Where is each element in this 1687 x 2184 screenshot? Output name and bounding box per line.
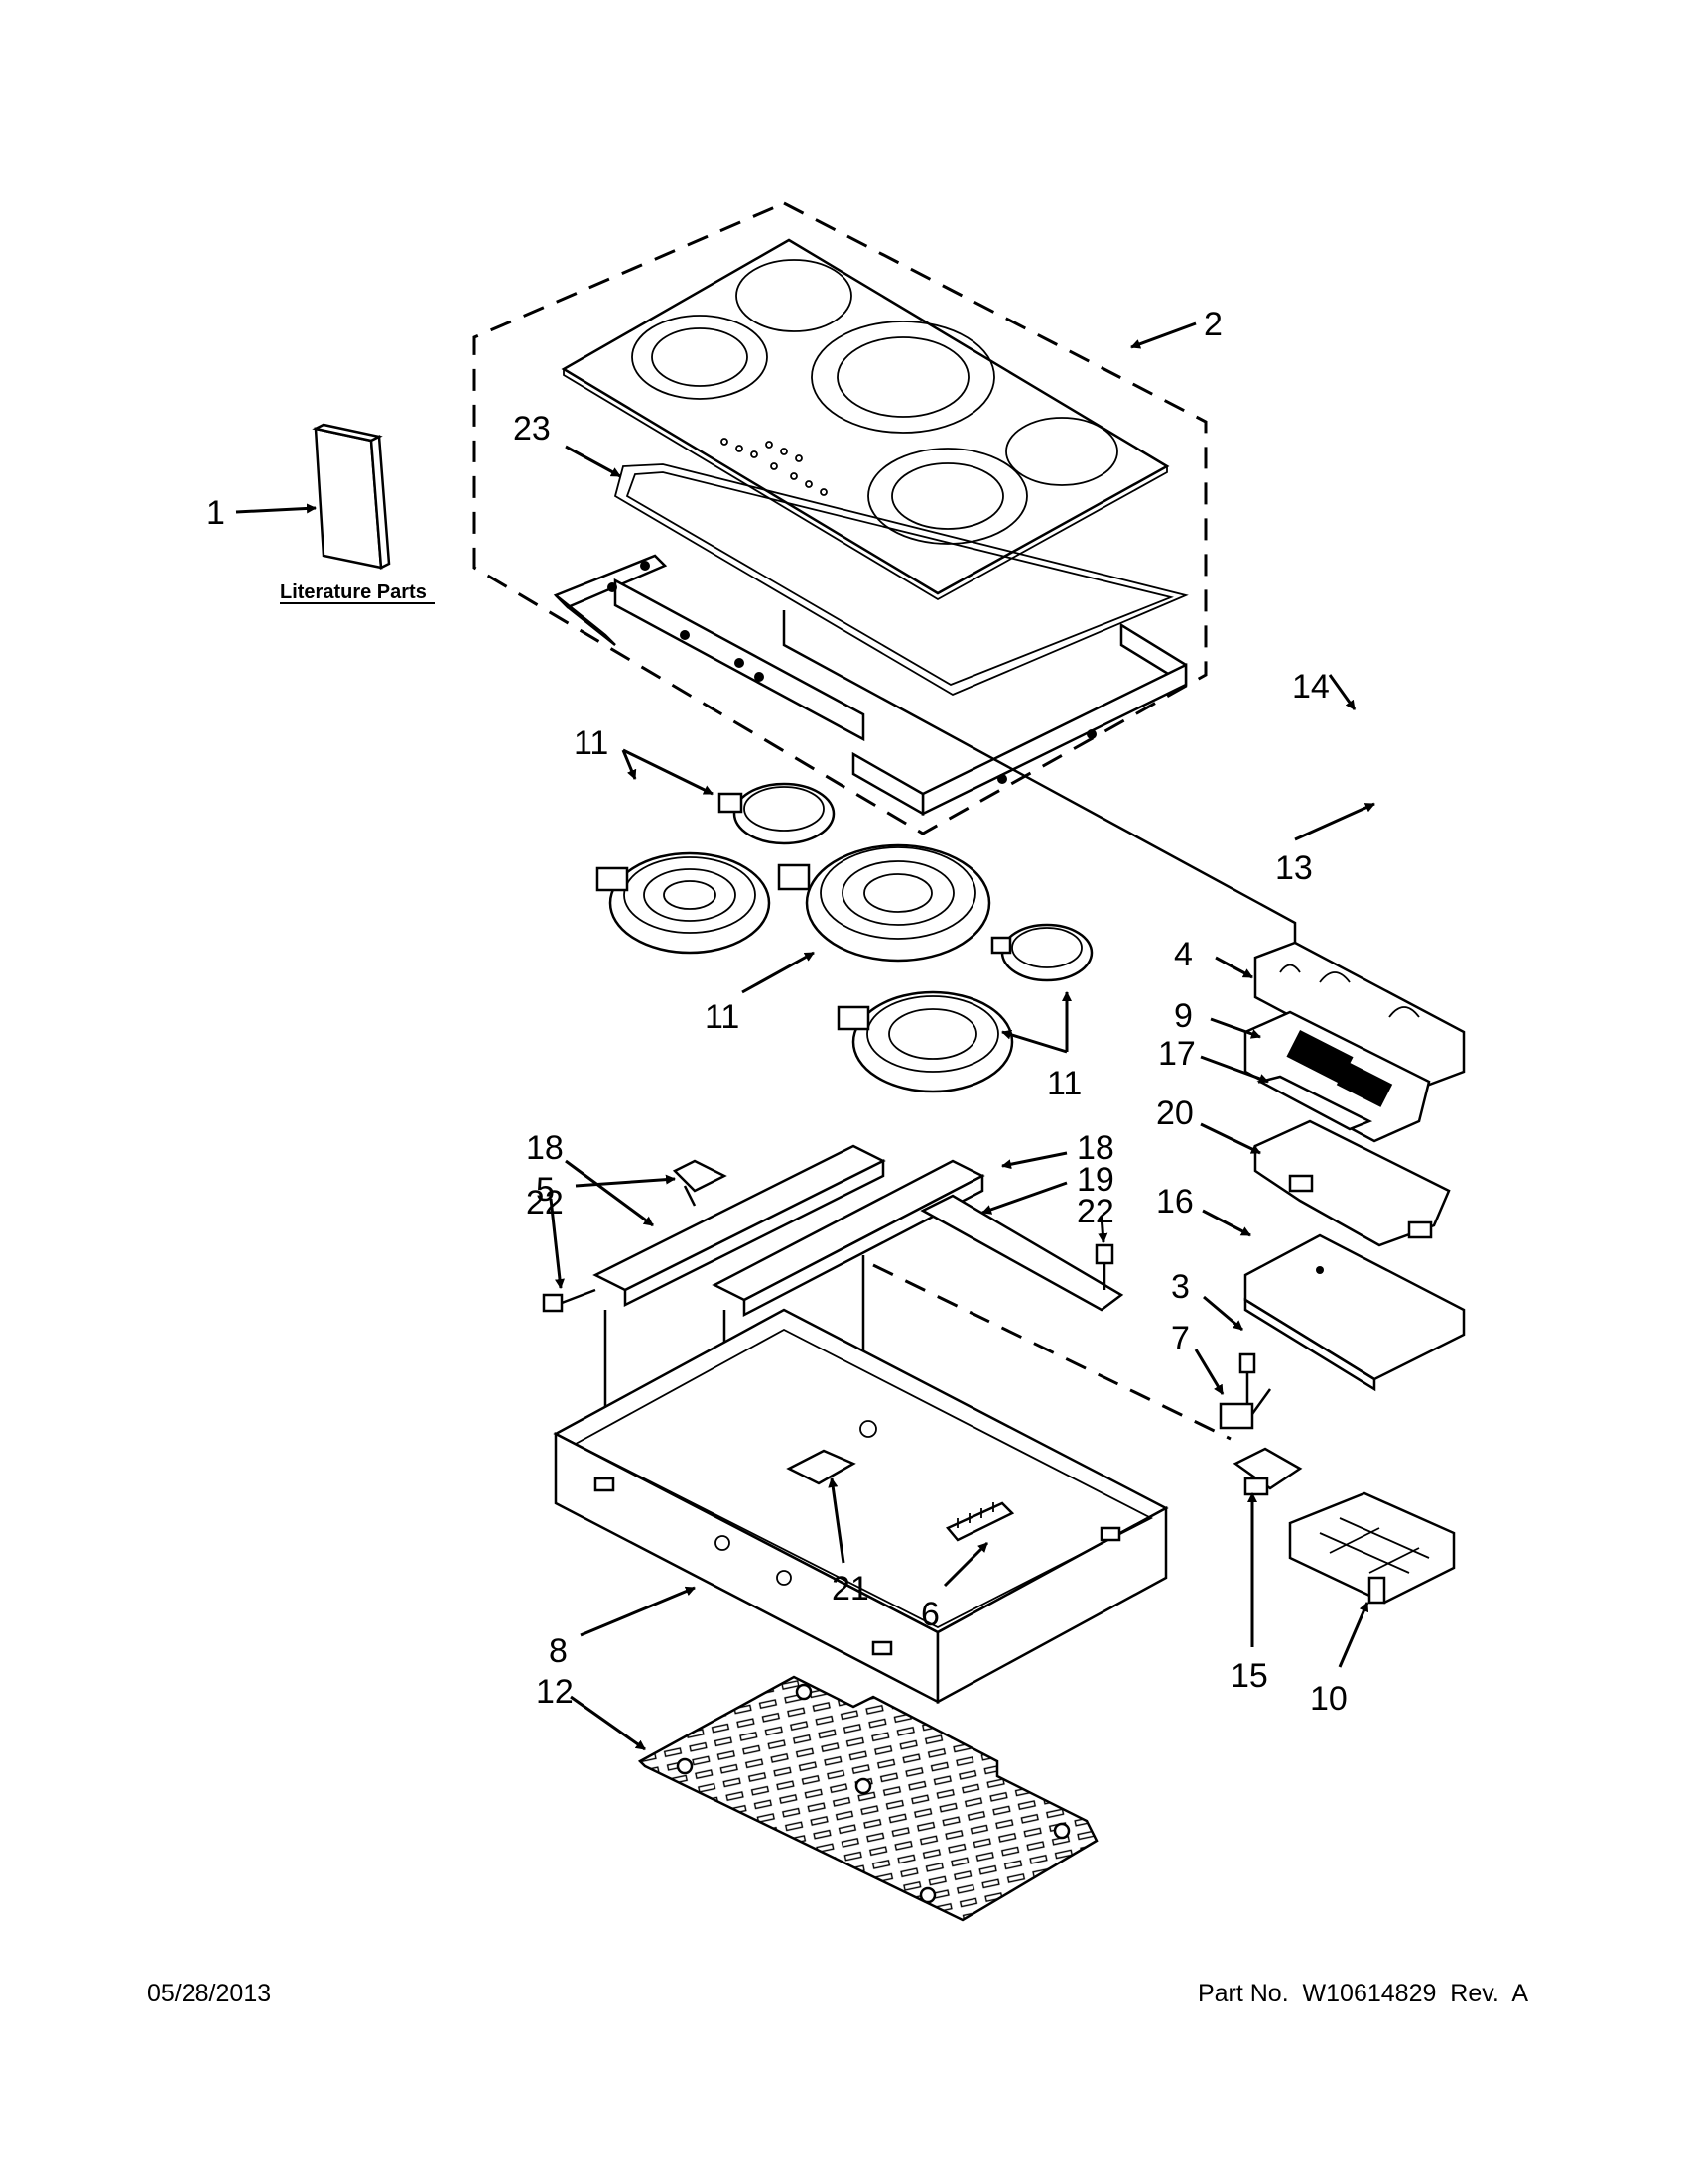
callout-21: 21 bbox=[832, 1570, 869, 1607]
power-terminal-block bbox=[945, 1501, 1015, 1542]
rail-19 bbox=[920, 1194, 1124, 1312]
cooktop-chassis bbox=[553, 1308, 1169, 1705]
callout-6: 6 bbox=[921, 1596, 940, 1633]
callout-17: 17 bbox=[1158, 1035, 1196, 1073]
callout-10: 10 bbox=[1310, 1680, 1348, 1718]
cooktop-gasket bbox=[613, 463, 1189, 697]
control-shield bbox=[1253, 1119, 1451, 1247]
callout-19: 19 bbox=[1077, 1161, 1114, 1199]
foam-strip bbox=[1256, 1075, 1373, 1131]
radiant-element-left bbox=[595, 851, 771, 955]
screw-right bbox=[1095, 1243, 1114, 1290]
electronics-cover bbox=[1243, 1233, 1466, 1392]
rail-18-left bbox=[592, 1144, 886, 1308]
footer-part-number: Part No. W10614829 Rev. A bbox=[1197, 1980, 1528, 2007]
callout-18-left: 18 bbox=[526, 1129, 564, 1167]
align-dash-right bbox=[872, 1263, 1232, 1441]
callout-7: 7 bbox=[1171, 1320, 1190, 1357]
cooktop-assembly-boundary bbox=[472, 201, 1208, 835]
callout-16: 16 bbox=[1156, 1183, 1194, 1220]
board-mounting-tray bbox=[1288, 1491, 1456, 1605]
callout-11-middle: 11 bbox=[705, 998, 739, 1036]
callout-4: 4 bbox=[1174, 936, 1193, 973]
literature-parts-label: Literature Parts bbox=[280, 581, 427, 603]
callout-12: 12 bbox=[536, 1673, 574, 1711]
callout-11-top: 11 bbox=[574, 724, 608, 762]
callout-15: 15 bbox=[1231, 1657, 1268, 1695]
control-symbols bbox=[720, 438, 828, 496]
radiant-element-front bbox=[837, 990, 1014, 1093]
radiant-element-small-right bbox=[990, 923, 1094, 982]
callout-22-left: 22 bbox=[526, 1184, 564, 1221]
callout-1: 1 bbox=[206, 494, 225, 532]
center-bracket bbox=[786, 1449, 856, 1485]
callout-3: 3 bbox=[1171, 1268, 1190, 1306]
callout-13: 13 bbox=[1275, 849, 1313, 887]
callout-14: 14 bbox=[1292, 668, 1330, 706]
screw-left bbox=[542, 1288, 596, 1313]
callout-8: 8 bbox=[549, 1632, 568, 1670]
radiant-element-center bbox=[777, 843, 991, 963]
wire-clip bbox=[672, 1159, 727, 1207]
callout-23: 23 bbox=[513, 410, 551, 448]
radiant-element-small-rear bbox=[717, 782, 836, 845]
bottom-vent-panel bbox=[637, 1675, 1099, 1922]
cooktop-frame bbox=[553, 554, 1188, 817]
callout-11-right: 11 bbox=[1047, 1065, 1082, 1102]
relay-board bbox=[1233, 1447, 1303, 1496]
literature-parts-booklet bbox=[312, 423, 391, 570]
glass-cooktop bbox=[561, 238, 1170, 601]
control-bracket bbox=[1253, 941, 1466, 1089]
footer-date: 05/28/2013 bbox=[147, 1980, 272, 2007]
callout-20: 20 bbox=[1156, 1094, 1194, 1132]
callout-2: 2 bbox=[1204, 306, 1223, 343]
callout-18-right: 18 bbox=[1077, 1129, 1114, 1167]
terminal-block bbox=[1219, 1388, 1272, 1430]
callout-9: 9 bbox=[1174, 997, 1193, 1035]
callout-22-right: 22 bbox=[1077, 1193, 1114, 1230]
callout-5: 5 bbox=[536, 1171, 555, 1209]
